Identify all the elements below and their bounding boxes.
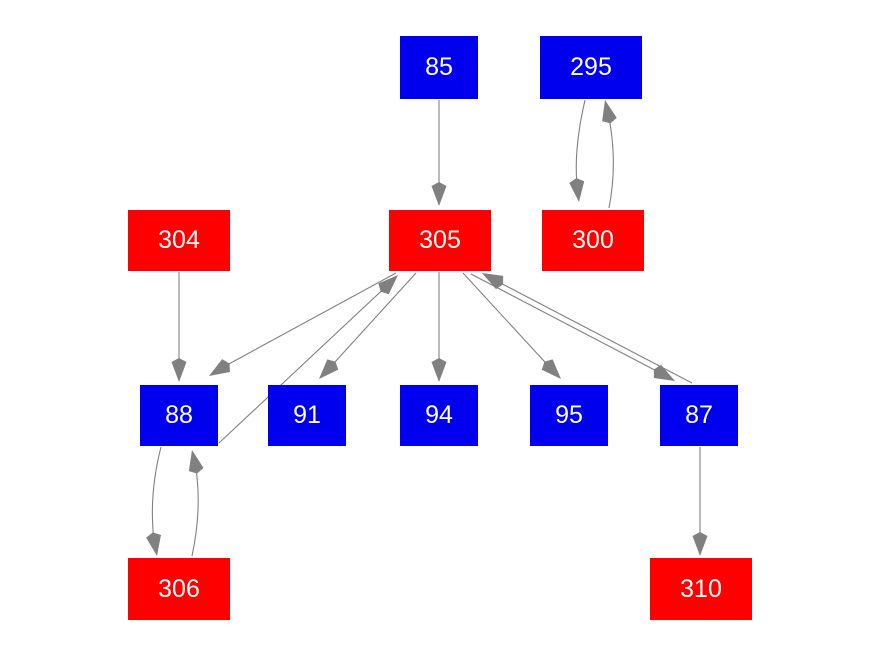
arrowhead xyxy=(188,450,204,474)
graph-node-label: 310 xyxy=(680,574,722,603)
edge-87-to-310 xyxy=(692,447,708,556)
graph-node-304[interactable]: 304 xyxy=(128,210,230,271)
edge-305-to-87 xyxy=(470,273,675,381)
graph-node-label: 87 xyxy=(685,401,713,429)
edge-305-to-91 xyxy=(319,272,417,379)
graph-node-306[interactable]: 306 xyxy=(128,558,230,620)
edge-305-to-95 xyxy=(462,272,561,379)
arrowhead xyxy=(602,100,617,124)
graph-node-label: 94 xyxy=(425,401,453,429)
arrowhead xyxy=(653,364,675,381)
graph-node-label: 295 xyxy=(570,53,612,81)
arrowhead xyxy=(431,358,447,382)
arrowhead xyxy=(319,359,339,379)
graph-node-310[interactable]: 310 xyxy=(650,558,752,620)
graph-node-label: 304 xyxy=(158,226,200,254)
edge-88-to-306 xyxy=(146,446,162,556)
graph-node-label: 300 xyxy=(572,226,614,254)
arrowhead xyxy=(541,359,561,379)
graph-node-300[interactable]: 300 xyxy=(542,210,644,271)
graph-node-295[interactable]: 295 xyxy=(540,36,642,99)
arrowhead xyxy=(209,359,230,376)
graph-node-label: 91 xyxy=(293,401,321,429)
graph-node-85[interactable]: 85 xyxy=(400,36,478,99)
edge-305-to-88 xyxy=(209,272,397,376)
graph-node-95[interactable]: 95 xyxy=(530,385,608,446)
arrowhead xyxy=(171,358,187,382)
graph-node-88[interactable]: 88 xyxy=(140,385,218,446)
graph-node-label: 85 xyxy=(425,53,453,81)
edge-304-to-88 xyxy=(171,272,187,382)
edge-85-to-305 xyxy=(431,100,447,206)
graph-node-91[interactable]: 91 xyxy=(268,385,346,446)
edge-88-to-305 xyxy=(218,275,398,444)
arrowhead xyxy=(146,532,161,556)
graph-node-305[interactable]: 305 xyxy=(389,210,491,271)
edge-87-to-305 xyxy=(482,273,693,384)
arrowhead xyxy=(569,178,585,202)
graph-node-94[interactable]: 94 xyxy=(400,385,478,446)
graph-node-87[interactable]: 87 xyxy=(660,385,738,446)
arrowhead xyxy=(431,182,447,206)
arrowhead xyxy=(692,532,708,556)
edge-306-to-88 xyxy=(188,450,204,557)
graph-node-label: 95 xyxy=(555,401,583,429)
graph-node-label: 306 xyxy=(158,574,200,603)
arrowhead xyxy=(482,273,504,290)
graph-node-label: 305 xyxy=(419,226,461,254)
edge-305-to-94 xyxy=(431,272,447,382)
edge-295-to-300 xyxy=(569,99,586,202)
edge-300-to-295 xyxy=(602,100,617,209)
graph-node-label: 88 xyxy=(165,401,193,429)
arrowhead xyxy=(378,275,398,295)
